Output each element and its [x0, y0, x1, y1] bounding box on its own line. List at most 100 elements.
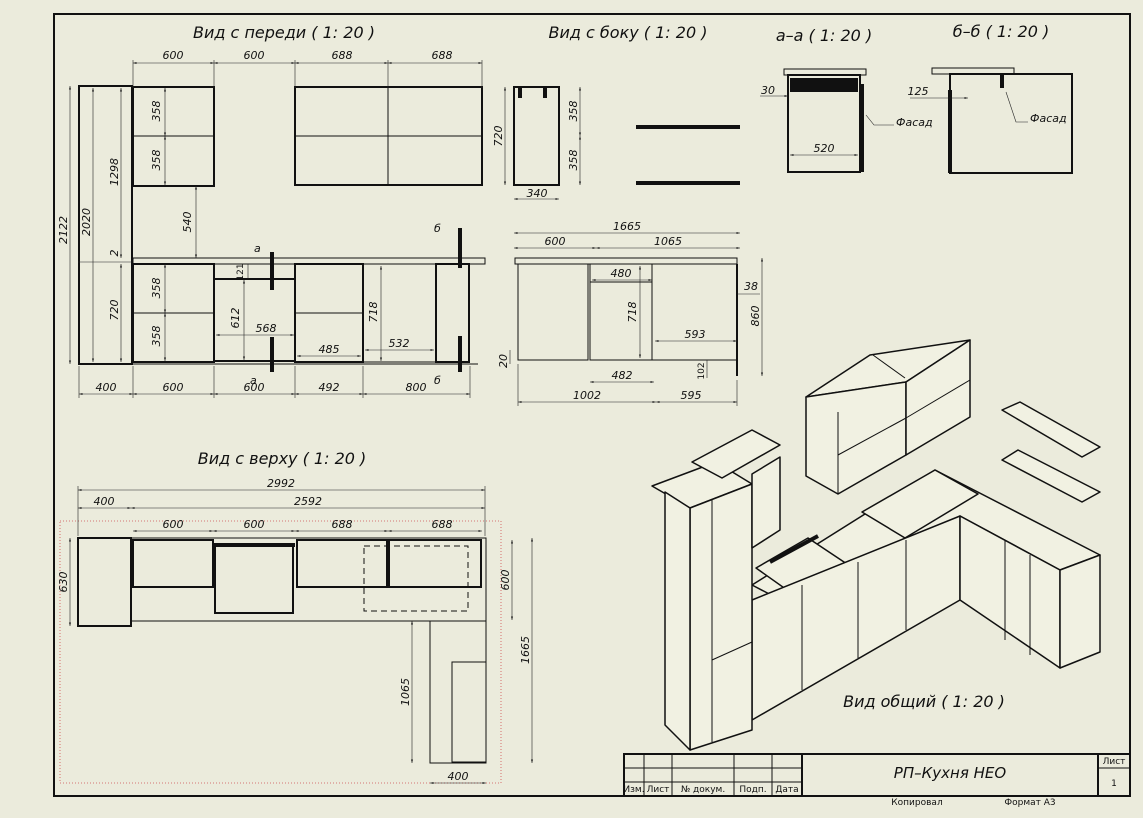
- dim-front-b600b: 600: [244, 381, 265, 394]
- dim-front-358a: 358: [150, 101, 163, 122]
- side-upper-cabinet: [513, 86, 560, 186]
- section-bb-title: б–б ( 1: 20 ): [953, 22, 1050, 41]
- dim-side-1665: 1665: [613, 220, 641, 233]
- dim-front-358b: 358: [150, 150, 163, 171]
- dim-side-358b: 358: [567, 150, 580, 171]
- drawing-title: РП–Кухня НЕО: [894, 764, 1007, 782]
- dim-front-top-600a: 600: [163, 49, 184, 62]
- copied-label: Копировал: [891, 798, 942, 808]
- side-countertop: [514, 257, 738, 265]
- dim-side-358a: 358: [567, 101, 580, 122]
- top-sink: [214, 544, 294, 614]
- dim-side-593: 593: [685, 328, 706, 341]
- dim-front-718: 718: [367, 302, 380, 323]
- dim-front-358d: 358: [150, 326, 163, 347]
- top-tall-cabinet: [77, 537, 132, 627]
- dim-top-688b: 688: [432, 518, 453, 531]
- dim-side-718: 718: [626, 302, 639, 323]
- dim-side-720: 720: [492, 126, 505, 147]
- front-view-title: Вид с переди ( 1: 20 ): [193, 23, 375, 42]
- dim-aa-520: 520: [814, 142, 835, 155]
- dim-front-485: 485: [319, 343, 340, 356]
- side-view-title: Вид с боку ( 1: 20 ): [549, 23, 708, 42]
- dim-side-1002: 1002: [573, 389, 601, 402]
- dim-front-top-688a: 688: [332, 49, 353, 62]
- dim-front-540: 540: [181, 212, 194, 233]
- dim-top-2592: 2592: [294, 495, 322, 508]
- col-doc: № докум.: [681, 785, 725, 795]
- col-izm: Изм.: [623, 785, 644, 795]
- dim-front-top-600b: 600: [244, 49, 265, 62]
- dim-side-600: 600: [545, 235, 566, 248]
- top-corner-run: [429, 620, 487, 764]
- section-aa-title: a–a ( 1: 20 ): [776, 26, 872, 45]
- dim-top-1065: 1065: [399, 678, 412, 706]
- dim-aa-30: 30: [761, 84, 775, 97]
- col-sign: Подп.: [739, 785, 766, 795]
- dim-top-600a: 600: [163, 518, 184, 531]
- isometric-view: [651, 339, 1101, 751]
- dim-bb-125: 125: [908, 85, 929, 98]
- section-bb: 125 Фасад: [908, 67, 1073, 174]
- dim-side-340: 340: [527, 187, 548, 200]
- dim-front-2: 2: [108, 250, 121, 257]
- dim-side-20: 20: [497, 354, 510, 368]
- sheet-number: 1: [1111, 779, 1117, 789]
- dim-top-600b: 600: [244, 518, 265, 531]
- title-block: Изм. Лист № докум. Подп. Дата РП–Кухня Н…: [623, 753, 1131, 808]
- iso-shelf-1: [1001, 401, 1101, 458]
- dim-front-532: 532: [389, 337, 410, 350]
- dim-side-595: 595: [681, 389, 702, 402]
- col-date: Дата: [775, 785, 798, 795]
- top-view: 2992 400 2592 600 600 688 688 630 600 10…: [57, 477, 534, 785]
- dim-front-2020: 2020: [80, 208, 93, 236]
- sheet-label: Лист: [1103, 757, 1126, 767]
- dim-side-482: 482: [612, 369, 633, 382]
- dim-front-b800: 800: [406, 381, 427, 394]
- top-counter: [130, 537, 487, 622]
- oven-cabinet: [213, 278, 296, 362]
- drawing-frame: [53, 13, 1131, 797]
- dim-front-b400: 400: [96, 381, 117, 394]
- dim-top-400: 400: [94, 495, 115, 508]
- top-view-boundary: [59, 520, 502, 784]
- dim-front-121: 121: [236, 263, 246, 280]
- section-mark-b-bottom: б: [434, 374, 441, 387]
- section-aa: 30 520 Фасад: [760, 68, 933, 173]
- iso-sink-right: [861, 469, 979, 539]
- dim-front-1298: 1298: [108, 158, 121, 186]
- dim-top-630: 630: [57, 572, 70, 593]
- dim-side-860: 860: [749, 306, 762, 327]
- format-label: Формат А3: [1004, 798, 1055, 808]
- dim-top-1665: 1665: [519, 636, 532, 664]
- section-mark-a-bottom: a: [250, 374, 257, 387]
- dim-top-b400: 400: [448, 770, 469, 783]
- side-view: 720 358 358 340 1665 600 1065 480 38 718…: [492, 86, 764, 406]
- section-mark-b-top: б: [434, 222, 441, 235]
- dim-front-2122: 2122: [57, 216, 70, 244]
- col-list: Лист: [647, 785, 670, 795]
- dim-front-568: 568: [256, 322, 277, 335]
- side-base-left: [517, 263, 589, 361]
- dim-front-720: 720: [108, 300, 121, 321]
- label-facade-aa: Фасад: [896, 116, 933, 129]
- general-view-title: Вид общий ( 1: 20 ): [843, 692, 1005, 711]
- front-view: a a б б 600 600 688 688 2122 2020 1298 2…: [57, 49, 486, 398]
- iso-shelf-2: [1001, 449, 1101, 503]
- dim-side-480: 480: [611, 267, 632, 280]
- top-view-title: Вид с верху ( 1: 20 ): [198, 449, 367, 468]
- dim-front-358c: 358: [150, 278, 163, 299]
- dim-side-38: 38: [744, 280, 758, 293]
- section-mark-a-top: a: [254, 242, 261, 255]
- dim-front-612: 612: [229, 308, 242, 329]
- dim-side-1065: 1065: [654, 235, 682, 248]
- dim-top-688a: 688: [332, 518, 353, 531]
- dim-front-top-688b: 688: [432, 49, 453, 62]
- dim-top-600: 600: [499, 570, 512, 591]
- base-cabinet-5: [435, 263, 470, 363]
- label-facade-bb: Фасад: [1030, 112, 1067, 125]
- dim-side-102: 102: [697, 362, 707, 379]
- dim-top-2992: 2992: [267, 477, 295, 490]
